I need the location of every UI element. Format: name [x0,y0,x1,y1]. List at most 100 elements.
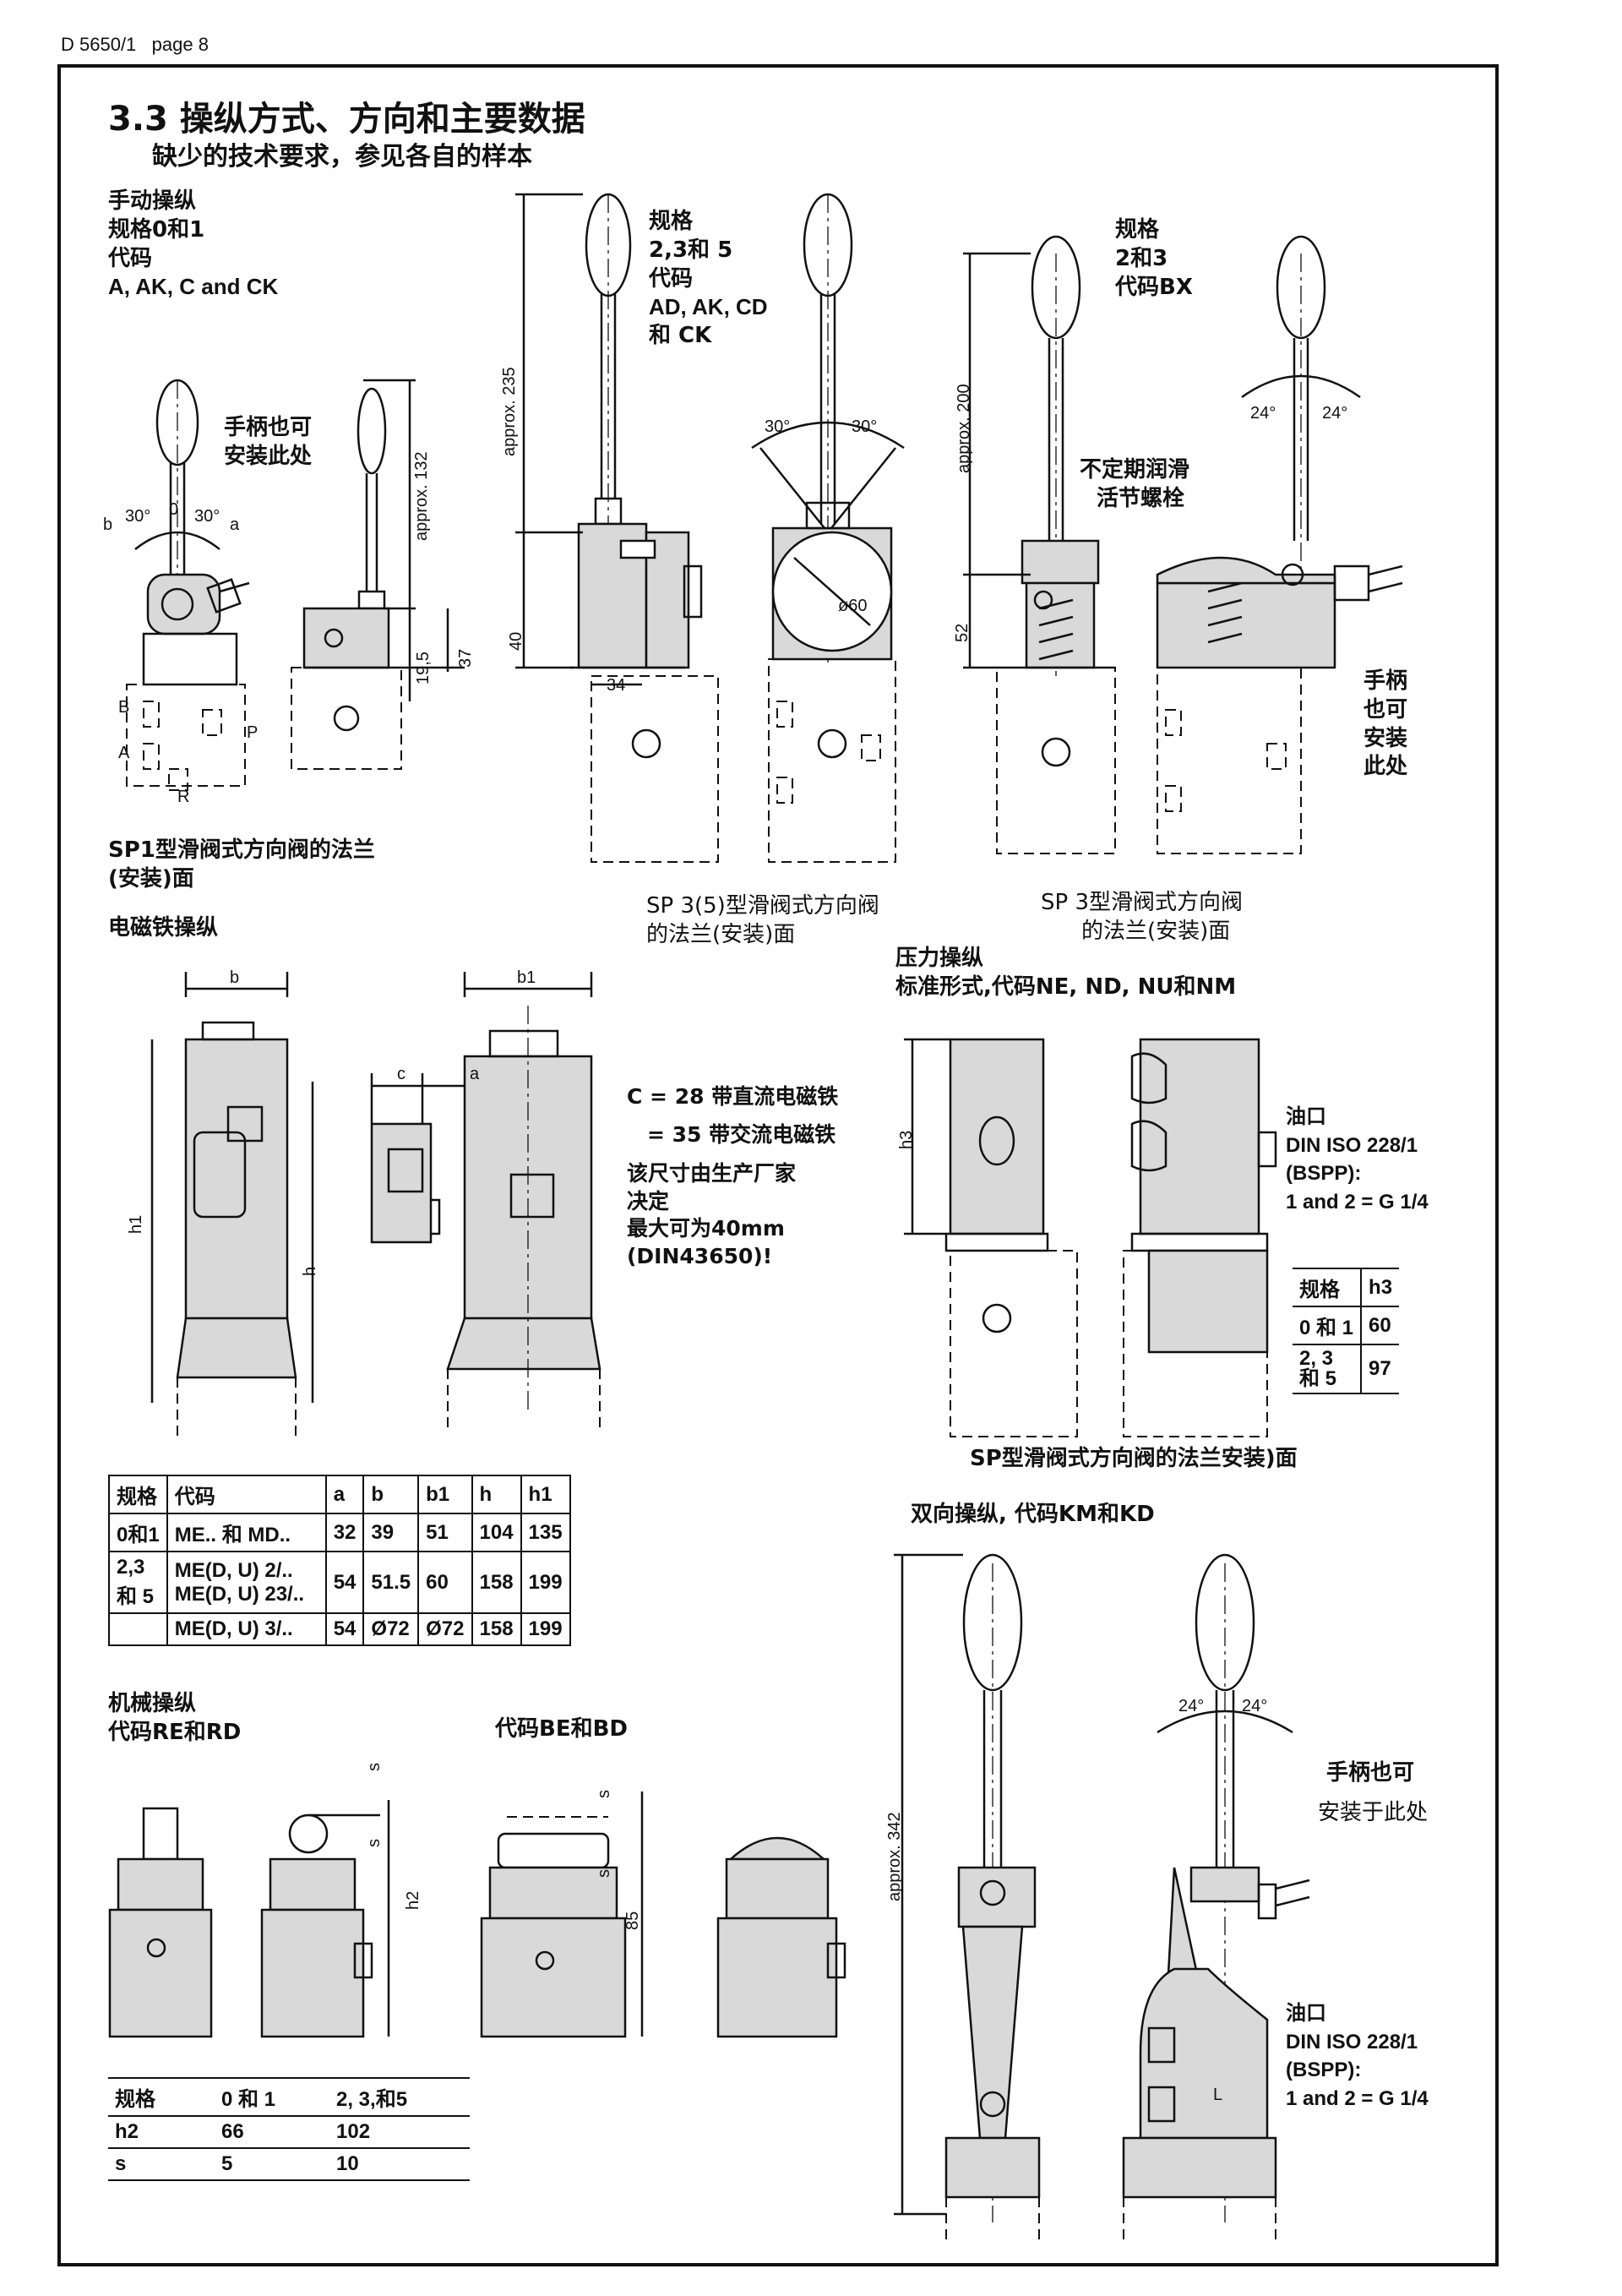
solenoid-drawing [150,972,601,1437]
bidirectional-title: 双向操纵, 代码KM和KD [911,1502,1155,1527]
sol-dim-b: b [230,968,240,987]
pressure-flange-note: SP型滑阀式方向阀的法兰安装)面 [970,1446,1298,1471]
th-size: 规格 [108,1475,168,1514]
manual-handle-note: 手柄也可 安装此处 [224,414,312,472]
dim-phi60: ø60 [838,597,868,615]
port-P: P [247,723,259,742]
cell: Ø72 [417,1612,473,1646]
cell: 102 [329,2115,470,2149]
dim-37: 37 [456,648,475,668]
manual3-handle-note: 手柄 也可 安装 此处 [1363,668,1407,782]
cell: 2, 3 和 5 [1293,1344,1362,1394]
manual3-flange-line2: 的法兰(安装)面 [1081,918,1231,944]
mechanical-title: 机械操纵 [108,1691,197,1716]
bi-bspp: (BSPP): [1286,2059,1362,2082]
pressure-table: 规格 h3 0 和 1 60 2, 3 和 5 97 [1293,1268,1400,1394]
manual-code-label: 代码 [108,245,153,271]
table-row: 0和1 ME.. 和 MD.. 32 39 51 104 135 [108,1513,571,1552]
mech-dim-s4: s [595,1869,613,1878]
th-pressure-size: 规格 [1293,1268,1362,1307]
cell: 158 [471,1551,522,1614]
dim-approx342: approx. 342 [885,1812,904,1901]
pressure-dim-h3: h3 [897,1130,916,1149]
manual3-flange-note: SP 3型滑阀式方向阀 的法兰(安装)面 [1041,889,1243,946]
flange-note-line2: (安装)面 [108,865,194,892]
table-row: 2, 3 和 5 97 [1293,1344,1400,1394]
mech-dim-85: 85 [623,1911,642,1930]
bi-ports-g: 1 and 2 = G 1/4 [1286,2086,1429,2110]
note-line4: (DIN43650)! [627,1243,773,1268]
note-c28: C = 28 带直流电磁铁 [627,1084,839,1109]
doc-ref: D 5650/1 [61,34,137,55]
manual2-code-label: 代码 [649,265,694,292]
dim-19-5: 19,5 [414,652,433,684]
cell: Ø72 [362,1612,420,1646]
manual3-sizes: 2和3 [1115,245,1168,271]
th-b1: b1 [417,1475,473,1514]
dim-30-left-2: 30° [765,417,791,436]
note-line1: 该尺寸由生产厂家 [627,1161,797,1186]
cell: 158 [471,1612,522,1646]
th-mech-01: 0 和 1 [215,2077,329,2117]
cell: 51 [417,1513,473,1552]
cell: 0 和 1 [1293,1306,1362,1345]
manual-title-text: 手动操纵 [108,188,197,214]
bi-handle-line1: 手柄也可 [1326,1760,1415,1786]
solenoid-title: 电磁铁操纵 [108,915,219,941]
sol-dim-a: a [470,1065,480,1083]
cell: 2,3 和 5 [108,1551,168,1614]
th-h3: h3 [1360,1268,1400,1307]
page-frame [57,64,1499,2266]
pressure-ports-g: 1 and 2 = G 1/4 [1286,1190,1429,1213]
manual-codes: A, AK, C and CK [108,274,279,300]
th-mech-235: 2, 3,和5 [329,2077,470,2117]
lube-line2: 活节螺栓 [1097,485,1185,511]
manual-size01-drawing [126,379,465,791]
mechanical-labels: 机械操纵 代码RE和RD [108,1690,241,1748]
manual2-flange-line1: SP 3(5)型滑阀式方向阀 [646,893,879,919]
port-A: A [118,744,130,762]
pressure-table-header: 规格 h3 [1293,1268,1400,1307]
mechanical-codes2: 代码BE和BD [495,1716,628,1742]
bi-port-L: L [1213,2086,1223,2104]
th-code: 代码 [166,1475,327,1514]
dim-52: 52 [953,623,972,642]
bi-handle-line2: 安装于此处 [1318,1799,1429,1825]
handle3-line3: 安装 [1363,725,1408,751]
note-line2: 决定 [627,1188,670,1213]
dim-b: b [103,515,113,534]
mech-dim-s1: s [365,1763,384,1771]
manual3-size-label: 规格 [1115,217,1160,243]
section-subtitle: 缺少的技术要求，参见各自的样本 [152,142,532,172]
pressure-labels: 压力操纵 标准形式,代码NE, ND, NU和NM [895,945,1236,1002]
manual2-size-label: 规格 [649,209,694,234]
pressure-din: DIN ISO 228/1 [1286,1133,1418,1157]
mech-dim-s3: s [595,1790,613,1798]
section-title: 3.3 操纵方式、方向和主要数据 [108,100,585,139]
table-row: 2,3 和 5 ME(D, U) 2/.. ME(D, U) 23/.. 54 … [108,1551,571,1614]
manual3-drawing [963,235,1403,854]
cell: ME(D, U) 2/.. ME(D, U) 23/.. [166,1551,327,1614]
cell: 54 [324,1612,365,1646]
th-mech-size: 规格 [108,2077,215,2117]
port-R: R [177,788,190,806]
pressure-subtitle: 标准形式,代码NE, ND, NU和NM [895,973,1237,1000]
manual2-codes: AD, AK, CD [649,294,768,320]
dim-24-left-3: 24° [1250,404,1276,423]
document-header: D 5650/1 page 8 [61,34,209,56]
th-h: h [471,1475,522,1514]
sol-dim-h: h [301,1266,319,1276]
manual2-labels: 规格 2,3和 5 代码 AD, AK, CD 和 CK [649,208,768,351]
solenoid-table: 规格 代码 a b b1 h h1 0和1 ME.. 和 MD.. 32 39 … [108,1475,571,1646]
cell: 54 [324,1551,365,1614]
note-line3: 最大可为40mm [627,1216,785,1241]
cell: 199 [520,1612,571,1646]
cell: 10 [329,2147,470,2181]
mech-dim-s2: s [365,1839,384,1847]
manual3-flange-line1: SP 3型滑阀式方向阀 [1041,890,1243,915]
dim-30-right-2: 30° [852,417,878,436]
cell: 135 [520,1513,571,1552]
table-row: ME(D, U) 3/.. 54 Ø72 Ø72 158 199 [108,1612,571,1646]
bidirectional-oil-port: 油口 DIN ISO 228/1 (BSPP): 1 and 2 = G 1/4 [1286,1999,1429,2113]
manual-flange-note: SP1型滑阀式方向阀的法兰 (安装)面 [108,837,375,894]
